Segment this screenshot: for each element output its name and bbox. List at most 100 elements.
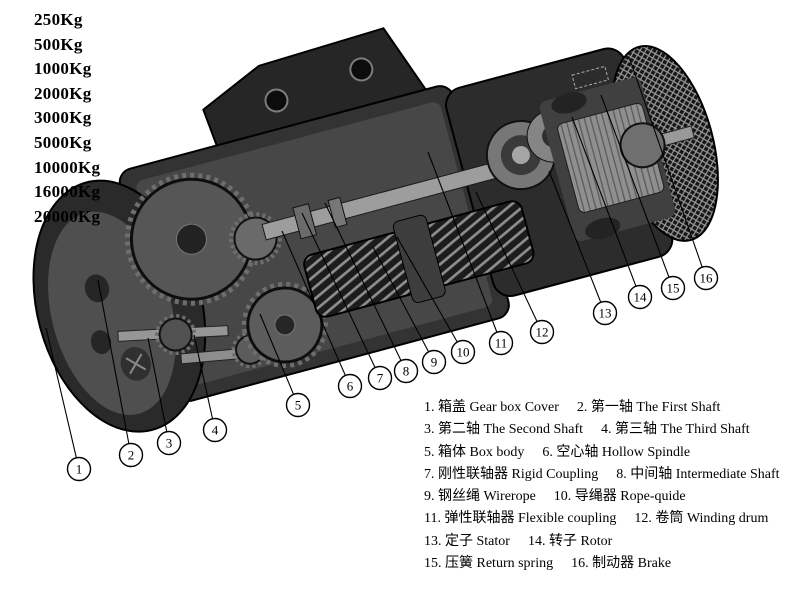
callout-14: 14 xyxy=(627,284,653,310)
legend-item-6: 6. 空心轴 Hollow Spindle xyxy=(542,444,691,460)
legend-item-11: 11. 弹性联轴器 Flexible coupling xyxy=(424,511,617,527)
legend-item-9: 9. 钢丝绳 Wirerope xyxy=(424,489,536,505)
leader-line-8 xyxy=(324,202,407,372)
leader-line-9 xyxy=(372,246,435,363)
legend-row: 11. 弹性联轴器 Flexible coupling 12. 卷筒 Windin… xyxy=(424,508,780,530)
callout-number-15: 15 xyxy=(667,281,680,296)
legend-item-8: 8. 中间轴 Intermediate Shaft xyxy=(616,466,780,482)
callout-number-12: 12 xyxy=(536,325,549,340)
callout-circle-7 xyxy=(367,365,393,391)
callout-1: 1 xyxy=(66,456,92,482)
callout-circle-6 xyxy=(337,373,363,399)
callout-circle-8 xyxy=(393,358,419,384)
leader-line-14 xyxy=(571,116,641,298)
leader-line-12 xyxy=(475,191,543,333)
leader-line-15 xyxy=(600,94,674,289)
callout-number-6: 6 xyxy=(347,379,354,394)
callout-circle-1 xyxy=(66,456,92,482)
callout-circle-9 xyxy=(421,349,447,375)
callout-circle-16 xyxy=(693,265,719,291)
callout-4: 4 xyxy=(202,417,228,443)
callout-13: 13 xyxy=(592,300,618,326)
rope-guide xyxy=(392,214,446,304)
leader-line-1 xyxy=(45,327,80,470)
callout-9: 9 xyxy=(421,349,447,375)
callout-circle-11 xyxy=(488,330,514,356)
legend-item-5: 5. 箱体 Box body xyxy=(424,444,525,460)
brake-disc xyxy=(619,122,666,169)
bracket-hole xyxy=(264,88,289,113)
gear-hub xyxy=(175,223,207,255)
leader-line-4 xyxy=(193,334,216,431)
capacity-label: 250Kg xyxy=(34,10,83,29)
callout-circle-10 xyxy=(450,339,476,365)
coupling-shaft xyxy=(511,146,530,165)
callout-number-16: 16 xyxy=(700,271,714,286)
callout-circle-3 xyxy=(156,430,182,456)
legend-item-14: 14. 转子 Rotor xyxy=(527,533,613,549)
capacity-label: 500Kg xyxy=(34,34,83,54)
capacity-label: 5000Kg xyxy=(34,132,92,152)
callout-number-4: 4 xyxy=(212,423,219,438)
housing-interior xyxy=(136,102,493,385)
callout-number-5: 5 xyxy=(295,398,302,413)
callout-7: 7 xyxy=(367,365,393,391)
legend-item-16: 16. 制动器 Brake xyxy=(571,556,672,572)
leader-line-6 xyxy=(281,230,351,387)
callout-number-13: 13 xyxy=(599,306,612,321)
capacity-label: 3000Kg xyxy=(34,108,92,128)
callout-10: 10 xyxy=(450,339,476,365)
callout-2: 2 xyxy=(118,442,144,468)
shaft-collar xyxy=(327,196,348,229)
gear-teeth xyxy=(155,314,197,356)
legend-item-15: 15. 压簧 Return spring xyxy=(424,556,554,572)
leader-line-7 xyxy=(301,212,381,379)
legend-row: 13. 定子 Stator 14. 转子 Rotor xyxy=(424,531,780,553)
leader-line-13 xyxy=(548,170,606,314)
legend-item-13: 13. 定子 Stator xyxy=(424,533,510,549)
legend-item-1: 1. 箱盖 Gear box Cover xyxy=(424,400,559,415)
callout-number-11: 11 xyxy=(495,336,508,351)
callout-circle-5 xyxy=(285,392,311,418)
return-spring xyxy=(571,65,610,90)
leader-line-16 xyxy=(628,56,707,279)
legend-row: 9. 钢丝绳 Wirerope 10. 导绳器 Rope-quide xyxy=(424,486,780,508)
leader-line-3 xyxy=(147,337,170,444)
legend-item-10: 10. 导绳器 Rope-quide xyxy=(553,489,686,505)
gear-hub xyxy=(274,314,296,336)
legend-row: 5. 箱体 Box body 6. 空心轴 Hollow Spindle xyxy=(424,442,780,464)
callout-8: 8 xyxy=(393,358,419,384)
callout-number-8: 8 xyxy=(403,364,410,379)
cover-detail xyxy=(90,330,112,354)
cover-cross-mark xyxy=(125,353,147,375)
legend-row: 15. 压簧 Return spring 16. 制动器 Brake xyxy=(424,553,780,575)
capacity-label: 16000Kg xyxy=(34,182,101,202)
callout-circle-14 xyxy=(627,284,653,310)
legend: 1. 箱盖 Gear box Cover 2. 第一轴 The First Sha… xyxy=(424,397,780,575)
callout-circle-2 xyxy=(118,442,144,468)
callout-11: 11 xyxy=(488,330,514,356)
cover-detail xyxy=(84,274,110,303)
callout-number-14: 14 xyxy=(634,290,648,305)
second-shaft-gear xyxy=(158,317,193,352)
callout-number-10: 10 xyxy=(457,345,470,360)
callout-number-9: 9 xyxy=(431,355,438,370)
capacity-label: 2000Kg xyxy=(34,83,92,103)
legend-item-12: 12. 卷筒 Winding drum xyxy=(634,511,769,527)
legend-row: 1. 箱盖 Gear box Cover 2. 第一轴 The First Sha… xyxy=(424,397,780,419)
legend-item-2: 2. 第一轴 The First Shaft xyxy=(576,400,721,415)
callout-number-7: 7 xyxy=(377,371,384,386)
stator-coil xyxy=(551,92,587,114)
bracket-hole xyxy=(349,57,374,82)
callout-number-3: 3 xyxy=(166,436,173,451)
callout-circle-15 xyxy=(660,275,686,301)
capacity-label: 10000Kg xyxy=(34,157,101,177)
leader-line-10 xyxy=(396,236,464,353)
callout-circle-4 xyxy=(202,417,228,443)
callout-15: 15 xyxy=(660,275,686,301)
